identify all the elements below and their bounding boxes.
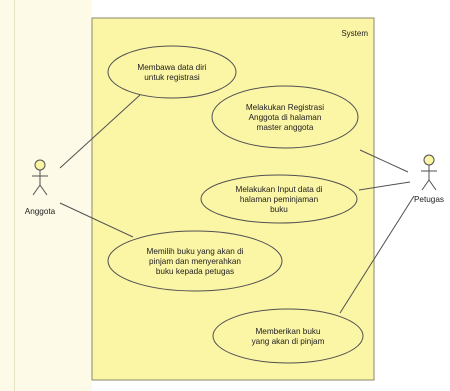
left-panel <box>0 0 92 391</box>
actor-name-anggota: Anggota <box>25 207 56 216</box>
actor-leg-left-petugas <box>421 179 430 191</box>
use-case-label-line: Melakukan Input data di <box>236 185 323 194</box>
actor-head-anggota <box>34 159 46 171</box>
association-petugas-uc2 <box>359 149 409 173</box>
association-petugas-uc3 <box>358 181 411 191</box>
use-case-uc2 <box>211 85 359 149</box>
use-case-label-line: pinjam dan menyerahkan <box>149 257 241 266</box>
association-anggota-uc4 <box>59 202 134 238</box>
use-case-label-line: untuk registrasi <box>144 73 200 82</box>
use-case-uc4 <box>107 230 283 292</box>
actor-leg-left-anggota <box>32 184 41 196</box>
use-case-label-line: Memberikan buku <box>255 327 321 336</box>
use-case-label-line: buku <box>270 205 288 214</box>
use-case-label-line: buku kepada petugas <box>156 267 234 276</box>
use-case-label-line: Membawa data diri <box>137 63 206 72</box>
use-case-label-line: yang akan di pinjam <box>252 337 325 346</box>
association-anggota-uc1 <box>59 94 141 169</box>
system-label: System <box>341 29 368 38</box>
association-petugas-uc5 <box>339 195 415 314</box>
use-case-uc5 <box>212 308 364 364</box>
actor-name-petugas: Petugas <box>414 195 444 204</box>
actor-head-petugas <box>423 154 435 166</box>
actor-leg-right-petugas <box>428 179 437 191</box>
use-case-uc3 <box>200 174 358 224</box>
left-panel-edge <box>14 0 15 391</box>
use-case-label-line: halaman peminjaman <box>240 195 319 204</box>
use-case-label-line: Memilih buku yang akan di <box>147 247 244 256</box>
use-case-label-line: Melakukan Registrasi <box>246 103 324 112</box>
use-case-uc1 <box>107 45 237 99</box>
actor-leg-right-anggota <box>39 184 48 196</box>
use-case-label-line: master anggota <box>257 123 314 132</box>
use-case-label-line: Anggota di halaman <box>249 113 322 122</box>
